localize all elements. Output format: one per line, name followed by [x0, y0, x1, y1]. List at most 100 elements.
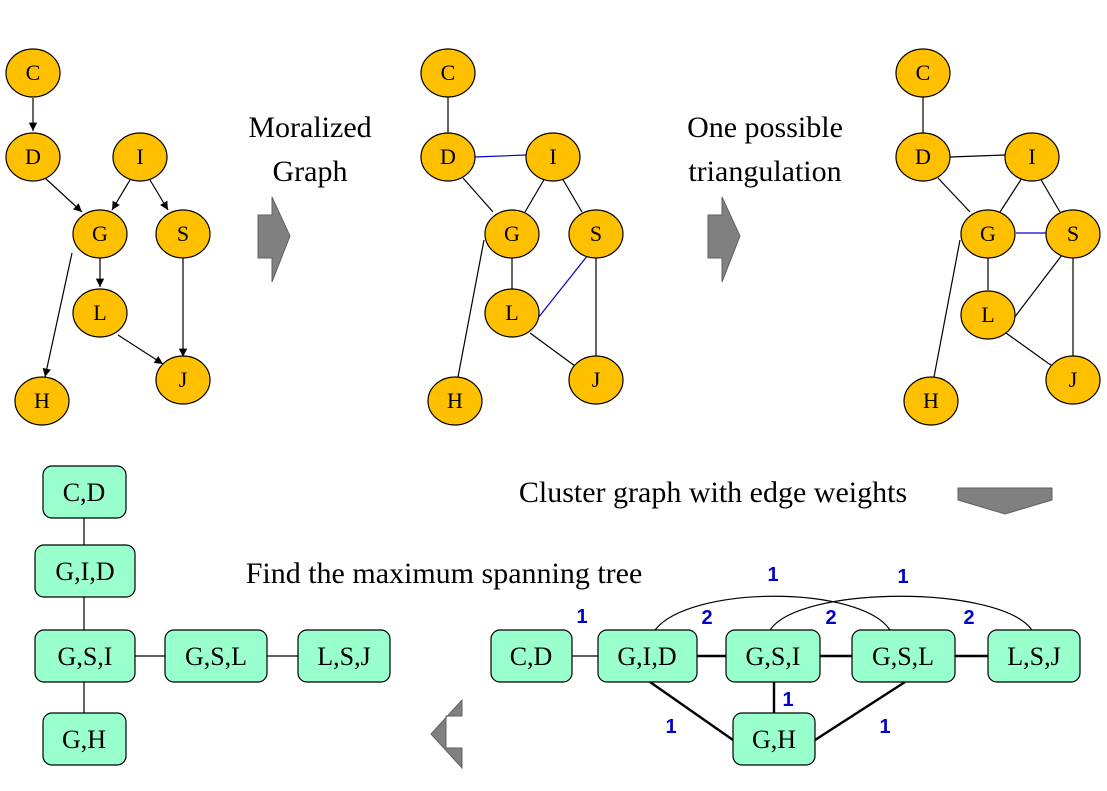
weight-gsi-lsj-arc: 1	[897, 566, 908, 588]
cluster-cd-label: C,D	[510, 642, 553, 671]
edge-i-g	[999, 177, 1023, 213]
cluster-lsj-label: L,S,J	[317, 642, 370, 671]
cluster-cd: C,D	[490, 629, 573, 683]
edge-d-i	[949, 154, 1006, 158]
triangulated-graph: C D I G S L J H	[895, 48, 1101, 426]
cluster-lsj-label: L,S,J	[1007, 642, 1060, 671]
node-j: J	[155, 355, 211, 405]
edge-i-s	[561, 177, 583, 213]
cluster-gh-label: G,H	[62, 725, 106, 754]
down-arrow-icon	[957, 487, 1053, 515]
weight-cd-gid: 1	[576, 606, 587, 628]
node-j-label: J	[592, 367, 601, 392]
node-d: D	[895, 132, 951, 182]
node-j-label: J	[1069, 367, 1078, 392]
weight-gsi-gh: 1	[782, 689, 793, 711]
edge-g-h	[933, 239, 961, 378]
weight-gsl-lsj: 2	[963, 607, 974, 629]
cluster-gid-label: G,I,D	[617, 642, 676, 671]
node-l: L	[484, 288, 540, 338]
node-i-label: I	[136, 144, 143, 169]
node-s: S	[155, 209, 211, 259]
node-g-label: G	[980, 221, 996, 246]
cluster-lsj: L,S,J	[297, 629, 391, 683]
node-i-label: I	[1028, 144, 1035, 169]
node-s: S	[1045, 209, 1101, 259]
arc-gsi-lsj	[769, 595, 1033, 631]
node-l: L	[72, 288, 128, 338]
node-s-label: S	[590, 221, 602, 246]
edge-g-h	[42, 252, 73, 378]
node-l-label: L	[981, 302, 994, 327]
edge-i-s	[149, 179, 169, 211]
node-h: H	[903, 376, 959, 426]
edge-l-s-added	[537, 254, 589, 319]
edge-gid-gh	[649, 681, 734, 741]
edge-l-s	[1013, 254, 1063, 319]
cluster-cd-label: C,D	[63, 478, 106, 507]
node-c-label: C	[441, 60, 456, 85]
edge-i-g	[524, 177, 546, 213]
caption-moralized-1: Moralized	[248, 111, 371, 144]
cluster-gsi: G,S,I	[34, 629, 136, 683]
weight-gsl-gh: 1	[879, 716, 890, 738]
weight-gid-gsi: 2	[701, 607, 712, 629]
node-i: I	[525, 132, 581, 182]
node-h: H	[427, 376, 483, 426]
node-j: J	[1045, 355, 1101, 405]
node-j: J	[568, 355, 624, 405]
cluster-gid: G,I,D	[597, 629, 698, 683]
node-d: D	[5, 132, 61, 182]
node-g-label: G	[504, 221, 520, 246]
edge-l-j	[1005, 332, 1053, 367]
cluster-gid-label: G,I,D	[55, 557, 114, 586]
edge-l-j	[529, 332, 576, 367]
node-c: C	[895, 48, 951, 98]
edge-i-s	[1039, 177, 1061, 213]
cluster-gh: G,H	[732, 712, 816, 766]
node-g: G	[960, 209, 1016, 259]
edge-gsl-gh	[814, 680, 906, 742]
edge-d-g	[462, 177, 494, 213]
cluster-cd: C,D	[42, 465, 127, 519]
caption-triangulation-2: triangulation	[688, 155, 841, 188]
node-i-label: I	[549, 144, 556, 169]
node-c: C	[420, 48, 476, 98]
cluster-graph: C,D G,I,D G,S,I G,S,L L,S,J G,H 1 2 2 2 …	[490, 564, 1081, 766]
node-l-label: L	[505, 300, 518, 325]
node-s: S	[568, 209, 624, 259]
caption-max-spanning-tree: Find the maximum spanning tree	[246, 557, 643, 590]
edge-d-g	[44, 177, 83, 213]
node-g: G	[72, 209, 128, 259]
cluster-gsl-label: G,S,L	[872, 642, 934, 671]
node-h-label: H	[34, 388, 50, 413]
left-arrow-icon	[430, 698, 463, 770]
node-c: C	[5, 48, 61, 98]
cluster-gsi-label: G,S,I	[58, 642, 113, 671]
cluster-gh-label: G,H	[752, 725, 796, 754]
node-i: I	[112, 132, 168, 182]
node-h-label: H	[447, 388, 463, 413]
node-g: G	[484, 209, 540, 259]
node-s-label: S	[1067, 221, 1079, 246]
node-d-label: D	[25, 144, 41, 169]
cluster-gsl: G,S,L	[851, 629, 956, 683]
node-c-label: C	[26, 60, 41, 85]
cluster-gh: G,H	[42, 712, 127, 766]
edge-d-g	[937, 177, 971, 213]
weight-gid-gh: 1	[665, 716, 676, 738]
node-c-label: C	[916, 60, 931, 85]
right-arrow-icon	[707, 196, 741, 283]
edge-g-h	[457, 239, 485, 378]
moralized-graph: C D I G S L J H	[420, 48, 624, 426]
node-d-label: D	[915, 144, 931, 169]
cluster-gid: G,I,D	[34, 544, 136, 598]
directed-graph: C D I G S L J H	[5, 48, 211, 426]
weight-gsi-gsl: 2	[825, 607, 836, 629]
node-h: H	[14, 376, 70, 426]
node-h-label: H	[923, 388, 939, 413]
cluster-gsi: G,S,I	[725, 629, 821, 683]
caption-moralized-2: Graph	[273, 155, 348, 188]
arc-gid-gsl	[654, 595, 891, 631]
